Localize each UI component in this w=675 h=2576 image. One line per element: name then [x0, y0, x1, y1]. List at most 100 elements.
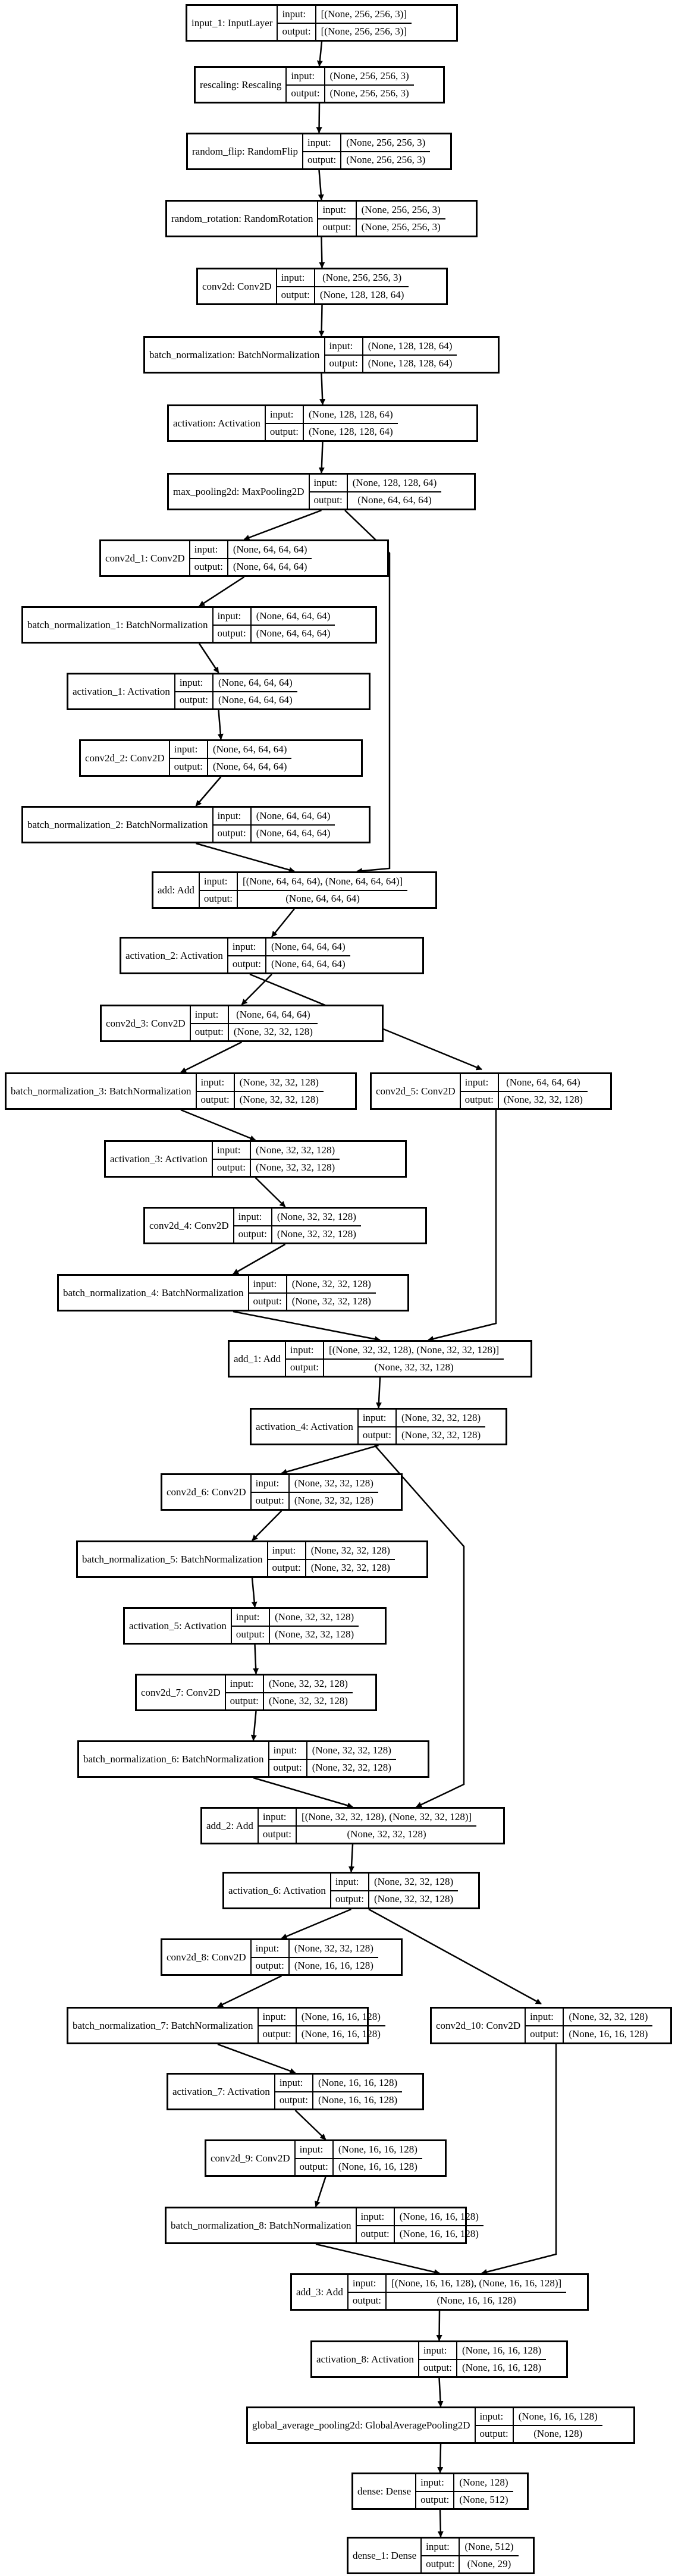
layer-name: conv2d_4: Conv2D	[145, 1209, 234, 1242]
layer-name: random_flip: RandomFlip	[188, 134, 304, 168]
edge-batch-normalization-4-to-add-1	[233, 1310, 381, 1342]
output-shape: (None, 64, 64, 64)	[285, 893, 360, 905]
edge-activation-1-to-conv2d-2	[217, 710, 224, 740]
output-shape: (None, 32, 32, 128)	[374, 1361, 454, 1373]
io-labels: input:output:	[258, 2009, 297, 2042]
io-shapes: (None, 128, 128, 64)(None, 64, 64, 64)	[347, 475, 442, 509]
edge-input-1-to-rescaling	[316, 41, 323, 67]
output-shape: (None, 256, 256, 3)	[329, 87, 409, 99]
input-label: input:	[475, 2408, 513, 2426]
edge-conv2d-10-to-add-3	[481, 2044, 557, 2275]
layer-name: activation_5: Activation	[125, 1609, 232, 1643]
io-labels: input:output:	[416, 2474, 455, 2508]
input-shape: (None, 256, 256, 3)	[356, 202, 445, 219]
output-label: output:	[307, 154, 337, 166]
layer-name: activation_2: Activation	[121, 939, 228, 972]
io-labels: input:output:	[358, 1410, 397, 1444]
output-shape: (None, 32, 32, 128)	[312, 1762, 391, 1774]
layer-name: random_rotation: RandomRotation	[167, 202, 319, 236]
io-labels: input:output:	[234, 1209, 272, 1242]
io-shapes: (None, 256, 256, 3)(None, 128, 128, 64)	[315, 269, 409, 303]
input-label: input:	[231, 1609, 269, 1627]
input-shape: (None, 32, 32, 128)	[289, 1475, 378, 1493]
io-labels: input:output:	[268, 1542, 306, 1576]
edge-activation-2-to-conv2d-3	[241, 974, 272, 1005]
layer-name: conv2d_8: Conv2D	[162, 1940, 252, 1974]
layer-node-batch-normalization-2: batch_normalization_2: BatchNormalizatio…	[21, 806, 371, 843]
input-shape: (None, 16, 16, 128)	[296, 2009, 385, 2026]
input-label: input:	[265, 406, 303, 424]
input-shape: (None, 32, 32, 128)	[369, 1874, 459, 1891]
edge-conv2d-4-to-batch-normalization-4	[233, 1243, 286, 1275]
input-label: input:	[325, 338, 362, 356]
input-label: input:	[277, 269, 314, 287]
edge-conv2d-1-to-batch-normalization-1	[199, 576, 245, 607]
io-labels: input:output:	[251, 1475, 290, 1509]
input-shape: (None, 512)	[460, 2539, 519, 2556]
edge-activation-4-to-add-2	[374, 1445, 465, 1808]
io-labels: input:output:	[325, 338, 363, 372]
output-label: output:	[420, 2494, 450, 2506]
output-label: output:	[174, 761, 203, 773]
io-labels: input:output:	[231, 1609, 270, 1643]
output-label: output:	[273, 1762, 302, 1774]
input-label: input:	[175, 674, 212, 692]
io-shapes: (None, 32, 32, 128)(None, 32, 32, 128)	[251, 1142, 340, 1176]
io-shapes: [(None, 32, 32, 128), (None, 32, 32, 128…	[297, 1809, 477, 1843]
output-shape: (None, 32, 32, 128)	[239, 1094, 319, 1106]
layer-node-batch-normalization-8: batch_normalization_8: BatchNormalizatio…	[165, 2207, 484, 2244]
input-shape: (None, 64, 64, 64)	[214, 674, 297, 692]
layer-name: batch_normalization_7: BatchNormalizatio…	[68, 2009, 259, 2042]
output-label: output:	[232, 958, 261, 970]
output-shape: (None, 32, 32, 128)	[503, 1094, 583, 1106]
io-shapes: (None, 16, 16, 128)(None, 128)	[513, 2408, 602, 2442]
io-labels: input:output:	[190, 541, 228, 575]
output-label: output:	[479, 2428, 508, 2440]
output-label: output:	[423, 2362, 452, 2374]
input-shape: (None, 16, 16, 128)	[394, 2208, 484, 2226]
edge-random-flip-to-random-rotation	[318, 170, 324, 200]
layer-name: batch_normalization_4: BatchNormalizatio…	[59, 1276, 249, 1310]
io-labels: input:output:	[287, 68, 325, 102]
io-labels: input: output:	[475, 2408, 514, 2442]
io-shapes: (None, 256, 256, 3)(None, 256, 256, 3)	[341, 134, 431, 168]
input-shape: (None, 16, 16, 128)	[313, 2075, 403, 2092]
input-label: input:	[331, 1874, 368, 1891]
input-label: input:	[278, 6, 315, 24]
io-shapes: (None, 32, 32, 128)(None, 32, 32, 128)	[270, 1609, 359, 1643]
layer-node-batch-normalization-7: batch_normalization_7: BatchNormalizatio…	[67, 2007, 385, 2044]
output-shape: (None, 32, 32, 128)	[294, 1495, 373, 1507]
input-shape: (None, 32, 32, 128)	[564, 2009, 653, 2026]
input-shape: (None, 32, 32, 128)	[397, 1410, 486, 1427]
io-shapes: (None, 64, 64, 64)(None, 64, 64, 64)	[208, 741, 292, 775]
edge-conv2d-9-to-batch-normalization-8	[315, 2176, 326, 2207]
input-label: input:	[419, 2342, 456, 2360]
io-shapes: [(None, 64, 64, 64), (None, 64, 64, 64)]…	[238, 873, 408, 907]
output-shape: (None, 32, 32, 128)	[347, 1828, 426, 1840]
input-label: input:	[251, 1475, 288, 1493]
layer-name: conv2d: Conv2D	[198, 269, 277, 303]
output-label: output:	[290, 1361, 319, 1373]
io-shapes: (None, 32, 32, 128)(None, 32, 32, 128)	[287, 1276, 376, 1310]
io-shapes: (None, 64, 64, 64)(None, 64, 64, 64)	[214, 674, 297, 708]
io-labels: input:output:	[295, 2141, 334, 2175]
edge-conv2d-5-to-add-1	[428, 1110, 497, 1342]
output-shape: (None, 128, 128, 64)	[319, 289, 404, 301]
input-shape: (None, 256, 256, 3)	[325, 68, 414, 86]
edge-add-3-to-activation-8	[436, 2310, 442, 2341]
io-labels: input: output:	[419, 2342, 457, 2376]
output-label: output:	[360, 2228, 390, 2240]
io-shapes: (None, 32, 32, 128) (None, 32, 32, 128)	[234, 1074, 324, 1108]
io-labels: input:output:	[249, 1276, 287, 1310]
layer-name: rescaling: Rescaling	[196, 68, 287, 102]
input-shape: (None, 32, 32, 128)	[234, 1074, 324, 1092]
input-label: input:	[422, 2539, 459, 2556]
io-shapes: (None, 64, 64, 64)(None, 64, 64, 64)	[266, 939, 350, 972]
input-shape: (None, 256, 256, 3)	[341, 134, 431, 152]
input-label: input:	[460, 1074, 498, 1092]
